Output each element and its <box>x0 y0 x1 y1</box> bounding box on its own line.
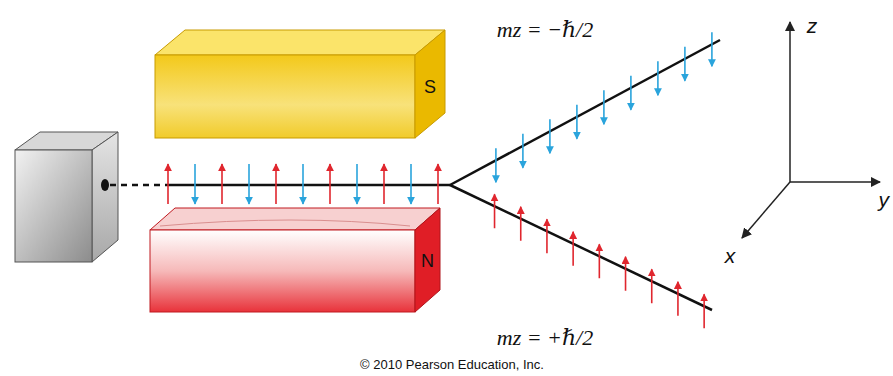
oven <box>15 132 118 262</box>
spin-up-arrow <box>520 207 522 241</box>
upper-beam <box>450 40 720 185</box>
magnet-pole-label-box: N <box>415 222 440 300</box>
pole-letter: N <box>421 251 434 272</box>
coordinate-axes <box>742 22 880 238</box>
spin-up-arrow <box>599 244 601 278</box>
spin-up-arrow <box>437 164 439 204</box>
axis-label: x <box>725 244 736 268</box>
spin-down-arrow <box>711 32 713 66</box>
spin-down-arrow <box>549 119 551 153</box>
spin-up-arrow <box>677 282 679 316</box>
spin-up-arrow <box>546 219 548 253</box>
spin-up-arrow <box>275 164 277 204</box>
spin-up-arrow <box>494 194 496 228</box>
spin-up-arrow <box>383 164 385 204</box>
spin-up-arrow <box>572 232 574 266</box>
spin-up-arrow <box>703 294 705 328</box>
spin-up-arrow <box>221 164 223 204</box>
magnet-pole-label-box: S <box>415 52 445 122</box>
lower-beam <box>450 185 712 310</box>
south-magnet <box>155 30 445 138</box>
spin-down-arrow <box>657 61 659 95</box>
spin-down-arrow <box>522 134 524 168</box>
spin-down-arrow <box>356 164 358 204</box>
spin-down-arrow <box>248 164 250 204</box>
axis-label: y <box>879 188 890 212</box>
copyright-notice: © 2010 Pearson Education, Inc. <box>360 357 544 372</box>
spin-down-arrow <box>576 105 578 139</box>
atom-beam <box>165 184 450 187</box>
spin-up-arrow <box>329 164 331 204</box>
spin-down-arrow <box>495 148 497 182</box>
spin-state-label: mz = −ℏ/2 <box>497 17 593 43</box>
spin-up-arrow <box>625 257 627 291</box>
pole-letter: S <box>424 77 436 98</box>
spin-down-arrow <box>603 90 605 124</box>
axis-label: z <box>807 14 818 38</box>
spin-down-arrow <box>194 164 196 204</box>
spin-down-arrow <box>684 47 686 81</box>
spin-up-arrow <box>167 164 169 204</box>
spin-down-arrow <box>302 164 304 204</box>
spin-state-label: mz = +ℏ/2 <box>497 325 593 351</box>
north-magnet <box>150 208 440 312</box>
atom-beam-dashed <box>110 184 165 187</box>
spin-down-arrow <box>410 164 412 204</box>
spin-down-arrow <box>630 76 632 110</box>
spin-up-arrow <box>651 269 653 303</box>
spin-arrows <box>168 32 712 328</box>
